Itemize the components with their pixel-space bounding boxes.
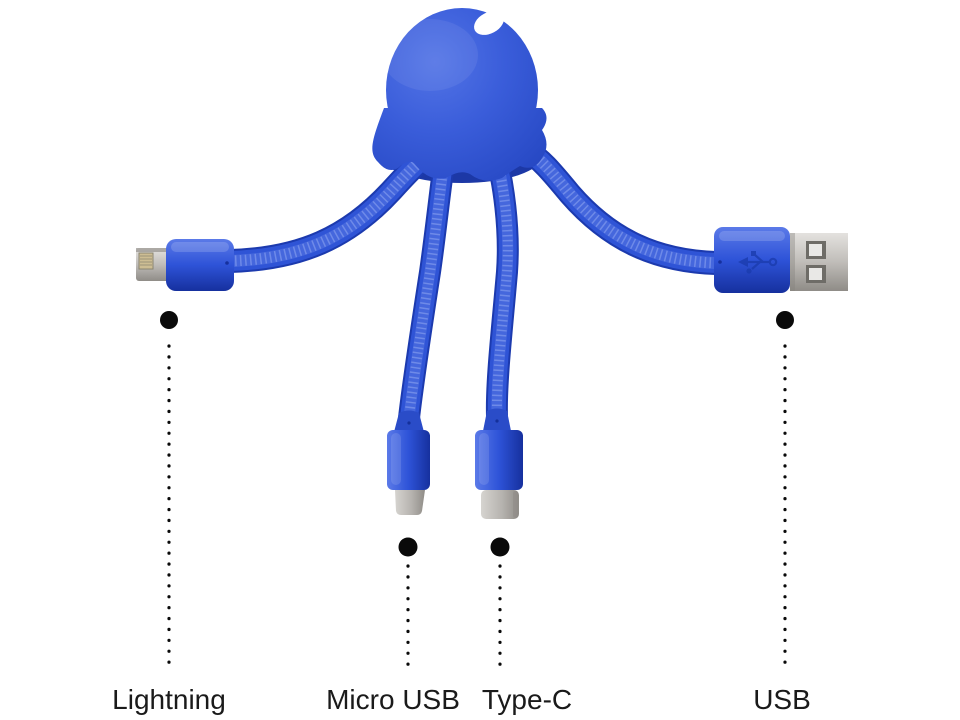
leader-dot <box>160 311 178 329</box>
leader-dot <box>490 537 510 557</box>
lightning-body-dot <box>225 261 229 265</box>
label-usb: USB <box>753 684 811 715</box>
leader-dot <box>398 537 418 557</box>
label-micro-usb: Micro USB <box>326 684 460 715</box>
leader-type-c <box>490 537 510 669</box>
type-c-metal-edge-shade <box>513 491 518 518</box>
cable-lightning <box>229 137 445 273</box>
micro-usb-body-highlight <box>391 433 401 485</box>
leader-usb <box>776 311 794 672</box>
type-c-metal-tip <box>481 490 519 519</box>
leader-lightning <box>160 311 178 672</box>
octopus-head <box>372 8 547 181</box>
cable-usb <box>519 139 717 275</box>
lightning-contact-pad <box>138 252 154 270</box>
lightning-metal-top-shade <box>136 248 172 252</box>
leader-micro-usb <box>398 537 418 669</box>
usb-body-dot <box>718 260 722 264</box>
usb-body <box>714 227 790 293</box>
head-skirt <box>372 108 547 181</box>
connector-usb <box>714 227 848 293</box>
usb-trident-icon <box>738 251 778 274</box>
keyring-hole <box>474 11 504 35</box>
head-highlight <box>382 19 478 91</box>
label-type-c: Type-C <box>482 684 572 715</box>
connector-type-c <box>475 408 523 519</box>
micro-usb-body <box>387 430 430 490</box>
cable-micro-usb <box>398 146 457 420</box>
micro-usb-neck-dot <box>407 421 411 425</box>
usb-metal-hole-bottom <box>806 265 826 283</box>
type-c-body-highlight <box>479 433 489 485</box>
connector-micro-usb <box>387 410 430 515</box>
micro-usb-neck <box>394 410 424 432</box>
usb-metal-edge-shade <box>790 233 795 291</box>
label-lightning: Lightning <box>112 684 226 715</box>
usb-body-highlight <box>719 231 785 241</box>
micro-usb-metal-tip <box>395 490 425 515</box>
lightning-body <box>166 239 234 291</box>
usb-metal-hole-top <box>806 241 826 259</box>
leader-dot <box>776 311 794 329</box>
connector-lightning <box>136 239 234 291</box>
type-c-neck-dot <box>495 419 499 423</box>
cable-type-c <box>483 144 519 417</box>
lightning-body-highlight <box>171 242 229 252</box>
type-c-body <box>475 430 523 490</box>
